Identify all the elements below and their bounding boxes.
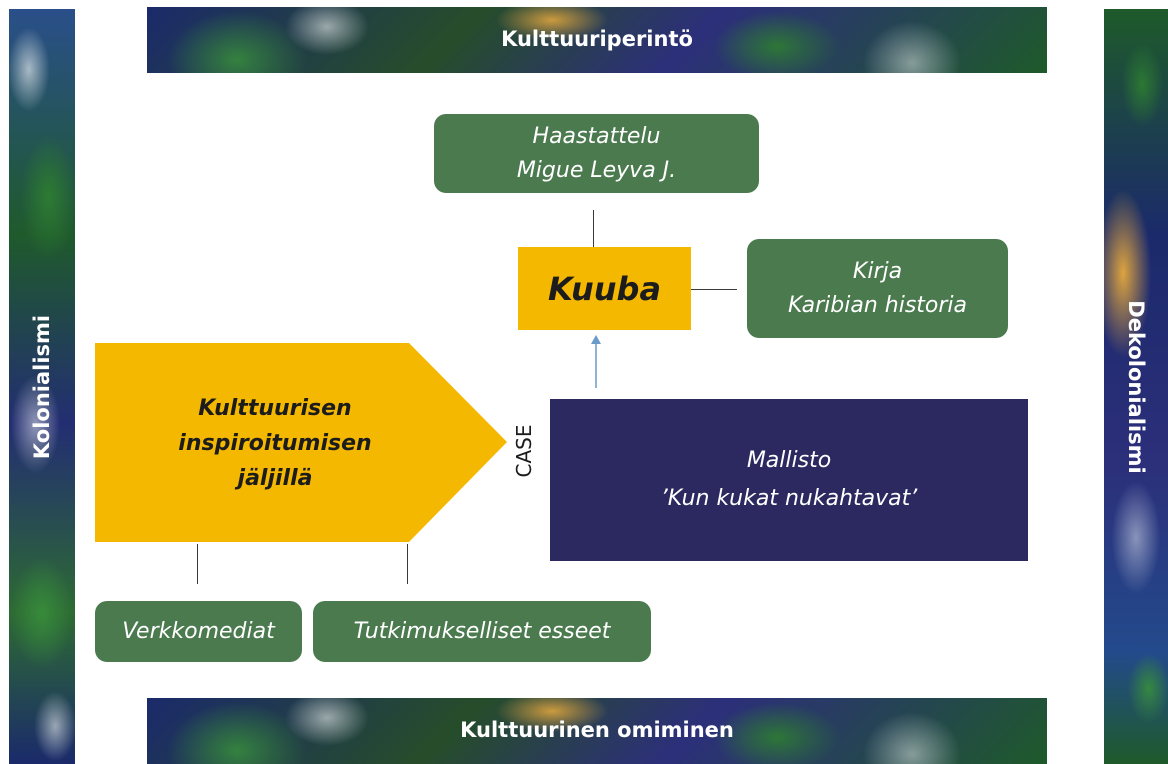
collection-line1: Mallisto [746, 448, 832, 473]
bottom-band-label: Kulttuurinen omiminen [460, 718, 734, 742]
main-arrow-line1: Kulttuurisen [198, 395, 352, 421]
connector-arrow-webmedia [197, 544, 198, 584]
interview-line1: Haastattelu [532, 123, 661, 149]
up-arrow-icon [591, 335, 601, 388]
kuuba-label: Kuuba [547, 269, 662, 308]
interview-box: Haastattelu Migue Leyva J. [434, 114, 759, 193]
right-band-label: Dekolonialismi [1124, 299, 1148, 474]
collection-box: Mallisto ’Kun kukat nukahtavat’ [550, 399, 1028, 561]
top-band: Kulttuuriperintö [147, 7, 1047, 73]
book-box: Kirja Karibian historia [747, 239, 1008, 338]
left-band: Kolonialismi [9, 9, 75, 764]
main-arrow-shape [95, 343, 507, 542]
case-label: CASE [512, 424, 536, 478]
connector-interview-kuuba [593, 210, 594, 248]
essays-label: Tutkimukselliset esseet [353, 618, 611, 644]
web-media-label: Verkkomediat [122, 618, 275, 644]
kuuba-box: Kuuba [518, 247, 691, 330]
connector-arrow-essays [407, 544, 408, 584]
web-media-box: Verkkomediat [95, 601, 302, 662]
collection-line2: ’Kun kukat nukahtavat’ [660, 486, 918, 511]
book-line2: Karibian historia [787, 292, 968, 318]
main-arrow-text: Kulttuurisen inspiroitumisen jäljillä [100, 343, 450, 543]
essays-box: Tutkimukselliset esseet [313, 601, 651, 662]
main-arrow-line2: inspiroitumisen [178, 430, 372, 456]
right-band: Dekolonialismi [1104, 9, 1168, 764]
book-line1: Kirja [852, 258, 903, 284]
main-arrow-line3: jäljillä [237, 465, 313, 491]
top-band-label: Kulttuuriperintö [501, 27, 693, 51]
left-band-label: Kolonialismi [30, 314, 54, 459]
connector-kuuba-book [691, 289, 737, 290]
bottom-band: Kulttuurinen omiminen [147, 698, 1047, 764]
interview-line2: Migue Leyva J. [516, 157, 677, 183]
